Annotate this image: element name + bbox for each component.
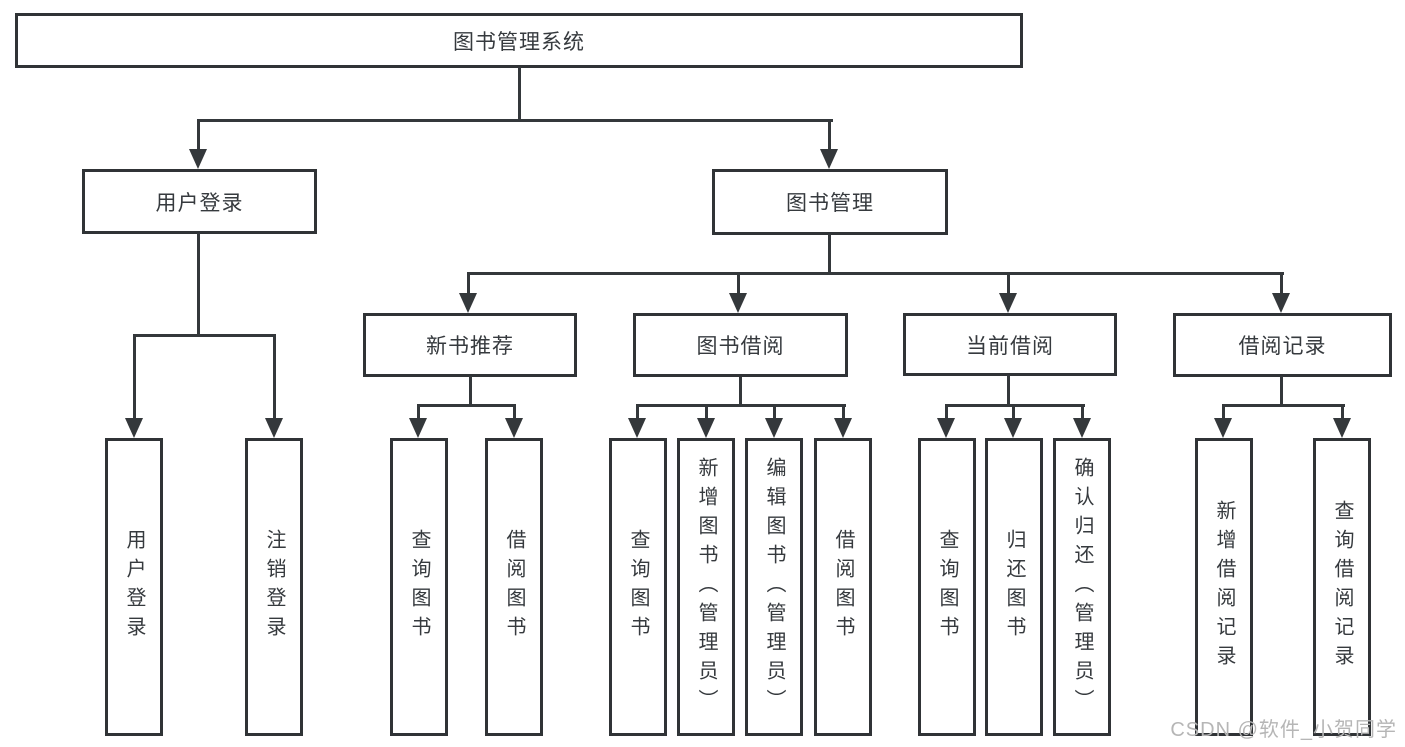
connector: [133, 334, 276, 337]
arrow-down-icon: [999, 293, 1017, 313]
leaf-query-books-current: 查询图书: [918, 438, 976, 736]
arrow-down-icon: [765, 418, 783, 438]
leaf-label: 借阅图书: [832, 529, 854, 645]
connector: [1222, 404, 1225, 420]
arrow-down-icon: [937, 418, 955, 438]
connector: [1222, 404, 1345, 407]
arrow-down-icon: [505, 418, 523, 438]
leaf-label: 借阅图书: [503, 529, 525, 645]
connector: [469, 376, 472, 406]
leaf-logout: 注销登录: [245, 438, 303, 736]
leaf-query-borrow-record: 查询借阅记录: [1313, 438, 1371, 736]
leaf-query-books-recommend: 查询图书: [390, 438, 448, 736]
connector: [773, 404, 776, 420]
connector: [1280, 376, 1283, 406]
node-label: 图书管理系统: [453, 30, 585, 54]
arrow-down-icon: [409, 418, 427, 438]
leaf-label: 查询图书: [936, 529, 958, 645]
arrow-down-icon: [125, 418, 143, 438]
connector: [945, 404, 948, 420]
leaf-label: 查询借阅记录: [1331, 500, 1353, 674]
arrow-down-icon: [1214, 418, 1232, 438]
connector: [1012, 404, 1015, 420]
connector: [636, 404, 846, 407]
node-label: 当前借阅: [966, 334, 1054, 358]
arrow-down-icon: [820, 149, 838, 169]
connector: [1081, 404, 1084, 420]
connector: [197, 233, 200, 336]
leaf-return-books: 归还图书: [985, 438, 1043, 736]
connector: [513, 404, 516, 420]
connector: [1280, 272, 1283, 295]
connector: [197, 119, 833, 122]
node-book-management: 图书管理: [712, 169, 948, 235]
leaf-label: 编辑图书（管理员）: [763, 456, 785, 718]
node-library-management-system: 图书管理系统: [15, 13, 1023, 68]
connector: [273, 334, 276, 420]
connector: [1341, 404, 1344, 420]
leaf-label: 新增借阅记录: [1213, 500, 1235, 674]
arrow-down-icon: [729, 293, 747, 313]
leaf-label: 新增图书（管理员）: [695, 456, 717, 718]
leaf-user-login: 用户登录: [105, 438, 163, 736]
connector: [828, 234, 831, 274]
leaf-label: 归还图书: [1003, 529, 1025, 645]
connector: [197, 119, 200, 151]
node-user-login: 用户登录: [82, 169, 317, 234]
arrow-down-icon: [1073, 418, 1091, 438]
arrow-down-icon: [265, 418, 283, 438]
node-label: 新书推荐: [426, 335, 514, 358]
leaf-label: 查询图书: [627, 529, 649, 645]
connector: [945, 404, 1085, 407]
node-label: 图书管理: [786, 192, 874, 215]
connector: [467, 272, 470, 295]
connector: [636, 404, 639, 420]
csdn-watermark: CSDN @软件_小贺同学: [1170, 719, 1397, 741]
connector: [1007, 375, 1010, 406]
connector: [518, 67, 521, 121]
node-book-borrowing: 图书借阅: [633, 313, 848, 377]
connector: [467, 272, 1284, 275]
node-new-book-recommendation: 新书推荐: [363, 313, 577, 377]
arrow-down-icon: [1272, 293, 1290, 313]
connector: [737, 272, 740, 295]
arrow-down-icon: [1333, 418, 1351, 438]
arrow-down-icon: [628, 418, 646, 438]
connector: [739, 377, 742, 406]
arrow-down-icon: [459, 293, 477, 313]
connector: [828, 119, 831, 151]
connector: [842, 404, 845, 420]
leaf-add-borrow-record: 新增借阅记录: [1195, 438, 1253, 736]
leaf-borrow-books-recommend: 借阅图书: [485, 438, 543, 736]
node-label: 图书借阅: [696, 335, 785, 358]
connector: [417, 404, 420, 420]
node-borrowing-records: 借阅记录: [1173, 313, 1392, 377]
node-current-borrowing: 当前借阅: [903, 313, 1117, 376]
leaf-label: 注销登录: [263, 529, 285, 645]
leaf-borrow-books-borrowing: 借阅图书: [814, 438, 872, 736]
leaf-label: 确认归还（管理员）: [1071, 456, 1093, 718]
connector: [1007, 272, 1010, 295]
connector: [705, 404, 708, 420]
leaf-add-books-admin: 新增图书（管理员）: [677, 438, 735, 736]
arrow-down-icon: [1004, 418, 1022, 438]
leaf-label: 查询图书: [408, 529, 430, 645]
leaf-query-books-borrowing: 查询图书: [609, 438, 667, 736]
arrow-down-icon: [189, 149, 207, 169]
connector: [133, 334, 136, 420]
leaf-confirm-return-admin: 确认归还（管理员）: [1053, 438, 1111, 736]
arrow-down-icon: [697, 418, 715, 438]
arrow-down-icon: [834, 418, 852, 438]
leaf-edit-books-admin: 编辑图书（管理员）: [745, 438, 803, 736]
leaf-label: 用户登录: [123, 529, 145, 645]
node-label: 用户登录: [155, 191, 244, 215]
connector: [417, 404, 516, 407]
node-label: 借阅记录: [1238, 335, 1327, 358]
